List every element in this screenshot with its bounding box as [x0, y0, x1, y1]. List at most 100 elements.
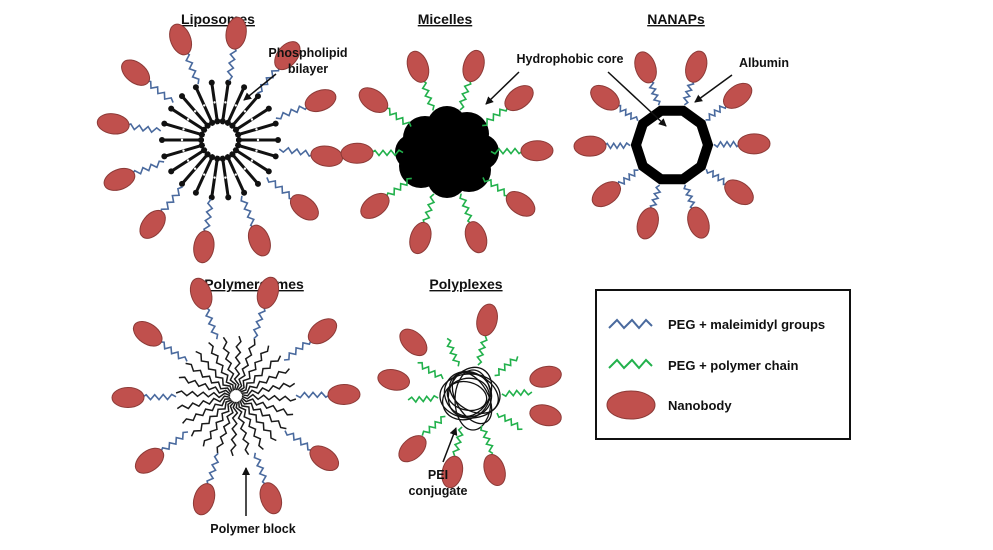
nanobody-icon	[304, 89, 337, 113]
polymer-block-chain	[241, 393, 297, 402]
lipid-head	[265, 168, 272, 175]
nanobody-icon	[192, 483, 216, 516]
lipid-head	[229, 151, 236, 158]
pei-coil	[454, 369, 492, 431]
lipid-head	[201, 147, 208, 154]
albumin-shell	[630, 105, 714, 185]
lipid-head	[192, 84, 199, 91]
peg-maleimidyl-chain	[253, 452, 268, 486]
peg-polymer-chain	[479, 425, 494, 455]
peg-polymer-chain	[490, 147, 524, 155]
lipid-head	[254, 180, 261, 187]
nanobody-icon	[636, 207, 659, 240]
pei-coil	[442, 377, 490, 421]
hydrophobic-core-lobe	[427, 106, 467, 146]
lipid-gap	[203, 173, 206, 176]
nanobody-icon	[399, 328, 428, 357]
lipid-head	[208, 79, 215, 86]
lipid-head	[179, 93, 186, 100]
lipid-gap	[243, 110, 247, 113]
lipid-head	[214, 155, 221, 162]
nanaps-title: NANAPs	[647, 11, 705, 27]
polymer-block-chain	[222, 336, 237, 391]
hydrophobic-core-lobe	[463, 134, 499, 170]
albumin-label: Albumin	[739, 56, 789, 70]
nanobody-icon	[398, 435, 427, 463]
nanobody-icon	[193, 230, 215, 264]
lipid-head	[224, 119, 231, 126]
lipid-head	[209, 154, 216, 161]
nanobody-icon	[476, 303, 498, 337]
nanobody-icon	[634, 51, 657, 84]
nanobody-icon	[289, 194, 319, 221]
lipid-head	[229, 122, 236, 129]
peg-maleimidyl-chain	[159, 341, 188, 362]
polymer-block-chain	[202, 400, 234, 447]
peg-polymer-chain	[417, 361, 444, 380]
micelles-panel: Micelles Hydrophobic core	[340, 11, 624, 255]
lipid-gap	[193, 110, 197, 113]
blue-zigzag-icon	[608, 318, 653, 330]
nanap-core-arrow	[607, 71, 667, 127]
polymer-block-chain	[240, 398, 287, 430]
lipid-gap	[180, 138, 184, 142]
peg-polymer-chain	[370, 149, 404, 157]
peg-polymer-chain	[482, 106, 509, 127]
nanobody-icon	[724, 179, 754, 206]
nanobody-icon	[134, 447, 165, 474]
hydrophobic-core-lobe	[427, 158, 467, 198]
lipid-head	[161, 120, 168, 127]
lipid-gap	[256, 138, 260, 142]
nanobody-icon	[307, 318, 338, 345]
peg-polymer-chain	[384, 107, 412, 127]
nanobody-icon	[737, 133, 771, 155]
liposome-structure	[96, 16, 344, 264]
polymer-block-chain	[208, 342, 235, 391]
lipid-head	[272, 153, 279, 160]
albumin-arrow	[694, 74, 733, 103]
polymer-block-chain	[241, 382, 296, 397]
nanobody-icon	[111, 387, 145, 409]
polymer-block-chain	[175, 390, 231, 399]
peg-maleimidyl-chain	[257, 65, 281, 94]
peg-maleimidyl-chain	[603, 141, 631, 150]
nanobody-icon	[247, 224, 271, 257]
lipid-head	[232, 147, 239, 154]
peg-polymer-chain	[385, 177, 412, 198]
peg-polymer-chain	[421, 79, 435, 111]
lipid-gap	[193, 167, 197, 170]
lipid-head	[235, 131, 242, 138]
nanobody-icon	[189, 277, 213, 310]
lipid-head	[272, 120, 279, 127]
nanobody-icon	[358, 87, 389, 113]
lipid-gap	[250, 159, 254, 162]
nanobody-icon	[520, 140, 554, 162]
polymer-block-chain	[240, 355, 282, 393]
lipid-head	[168, 105, 175, 112]
polymer-block-chain	[182, 397, 231, 424]
polymer-block-chain	[238, 345, 270, 392]
polyplexes-title: Polyplexes	[429, 276, 502, 292]
polymer-block-chain	[237, 401, 264, 450]
nanobody-icon	[360, 192, 390, 219]
polymer-block-chain	[241, 397, 294, 416]
lipid-head	[265, 105, 272, 112]
nanobody-icon	[529, 365, 562, 388]
lipid-head	[232, 126, 239, 133]
peg-maleimidyl-chain	[682, 79, 695, 106]
phospholipid-arrow	[243, 73, 277, 101]
peg-maleimidyl-chain	[284, 430, 313, 451]
hydrophobic-core-label: Hydrophobic core	[517, 52, 624, 66]
nanobody-icon	[377, 369, 410, 391]
peg-maleimidyl-chain	[125, 123, 162, 134]
nanobody-icon	[225, 16, 247, 50]
legend-label-nanobody: Nanobody	[668, 398, 732, 413]
lipid-gap	[213, 101, 216, 104]
nanobody-icon	[464, 221, 488, 254]
peg-maleimidyl-chain	[705, 104, 728, 121]
peg-maleimidyl-chain	[616, 169, 639, 186]
polyplex-structure	[377, 303, 562, 489]
nanobody-icon	[139, 209, 166, 239]
nanobody-icon	[529, 404, 562, 427]
nanobody-icon	[590, 84, 620, 111]
